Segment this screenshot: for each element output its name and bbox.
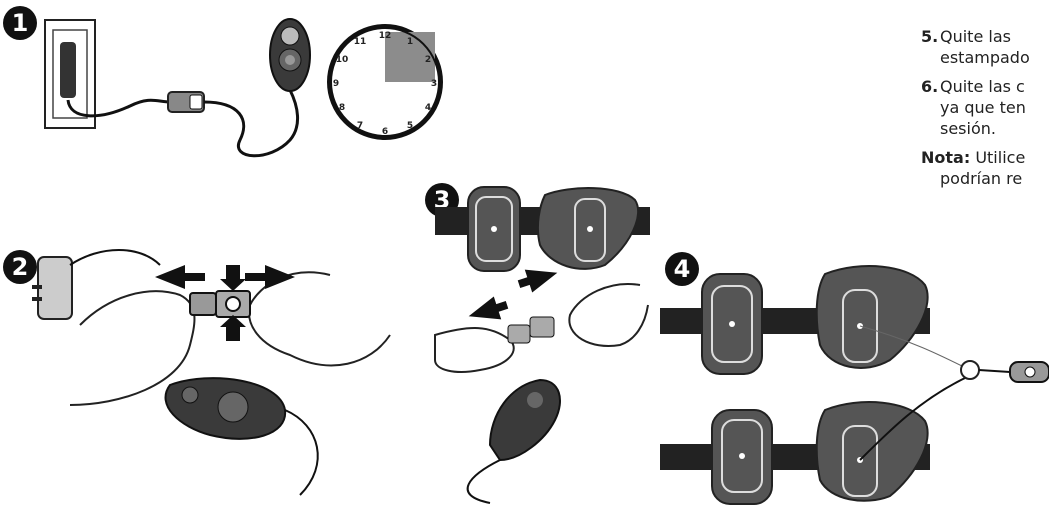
clock-numeral: 2 bbox=[425, 55, 431, 65]
electrode-pad-large bbox=[538, 188, 638, 269]
note-label: Nota: bbox=[921, 148, 970, 167]
instruction-item-6: 6. Quite las c ya que ten sesión. bbox=[921, 76, 1049, 139]
charging-illustration: 12 1 2 3 4 5 6 7 8 9 10 11 bbox=[40, 10, 470, 170]
cable-connector-icon bbox=[168, 92, 204, 112]
electrode-pad-small bbox=[712, 410, 772, 504]
electrode-pad-small bbox=[468, 187, 520, 271]
note-text-continued: podrían re bbox=[921, 168, 1049, 189]
connect-electrodes-illustration bbox=[430, 175, 650, 505]
arrow-left-icon bbox=[155, 265, 205, 289]
clock-numeral: 12 bbox=[379, 31, 392, 41]
clock-numeral: 8 bbox=[339, 103, 345, 113]
arrow-up-icon bbox=[220, 315, 246, 341]
clock-numeral: 9 bbox=[333, 79, 339, 89]
wall-outlet-icon bbox=[45, 20, 95, 128]
arrow-down-icon bbox=[220, 265, 246, 291]
note: Nota: Utilice podrían re bbox=[921, 147, 1049, 189]
clock-numeral: 1 bbox=[407, 37, 413, 47]
cable-junction-icon bbox=[961, 361, 979, 379]
clock-numeral: 5 bbox=[407, 121, 413, 131]
arrow-right-icon bbox=[465, 293, 510, 328]
electrode-pad-large bbox=[817, 266, 928, 368]
arrow-left-icon bbox=[515, 260, 560, 295]
remote-control-icon bbox=[490, 380, 560, 460]
instruction-line: Quite las c bbox=[940, 76, 1049, 97]
remote-control-icon bbox=[166, 378, 286, 439]
clock-icon bbox=[329, 26, 441, 138]
instructions-column: 5. Quite las estampado 6. Quite las c ya… bbox=[921, 26, 1049, 189]
remote-control-icon bbox=[270, 19, 310, 91]
instruction-line: estampado bbox=[940, 47, 1049, 68]
clock-numeral: 10 bbox=[336, 55, 349, 65]
instruction-line: sesión. bbox=[940, 118, 1049, 139]
instruction-line: ya que ten bbox=[940, 97, 1049, 118]
cable-connector-icon bbox=[1010, 362, 1049, 382]
instruction-item-5: 5. Quite las estampado bbox=[921, 26, 1049, 68]
note-text: Utilice bbox=[970, 148, 1025, 167]
step-badge-1: 1 bbox=[3, 6, 37, 40]
clock-numeral: 4 bbox=[425, 103, 431, 113]
wall-charger-icon bbox=[32, 257, 72, 319]
instruction-number: 5. bbox=[921, 26, 938, 47]
electrode-pad-large bbox=[817, 402, 928, 501]
disconnect-cable-illustration bbox=[30, 235, 400, 500]
clock-numeral: 3 bbox=[431, 79, 437, 89]
clock-numeral: 6 bbox=[382, 127, 388, 137]
instruction-number: 6. bbox=[921, 76, 938, 97]
electrode-pad-small bbox=[702, 274, 762, 374]
clock-numeral: 7 bbox=[357, 121, 363, 131]
clock-numeral: 11 bbox=[354, 37, 367, 47]
instruction-line: Quite las bbox=[940, 26, 1049, 47]
electrodes-connected-illustration bbox=[660, 260, 1049, 507]
